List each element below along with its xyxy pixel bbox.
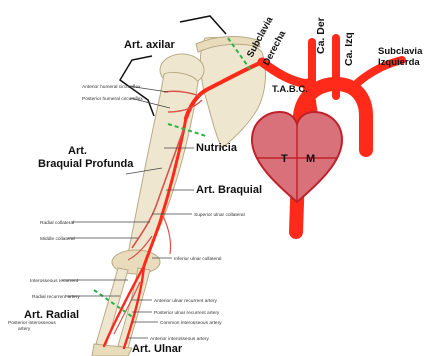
label-anterior-ulnar-recurrent-artery: Anterior ulnar recurrent artery xyxy=(154,298,218,304)
label-art-braquial-profunda-1: Art. xyxy=(68,145,87,157)
label-ca-izq: Ca. Izq xyxy=(343,32,355,66)
label-middle-collateral: Middle collateral xyxy=(40,236,75,242)
label-art-ulnar: Art. Ulnar xyxy=(132,343,183,355)
label-tabc: T.A.B.C. xyxy=(272,84,308,95)
label-superior-ulnar-collateral: Superior ulnar collateral xyxy=(194,212,245,218)
label-posterior-ulnar-recurrent-artery: Posterior ulnar recurrent artery xyxy=(154,310,220,316)
label-radial-recurrent-artery: Radial recurrent artery xyxy=(32,294,80,300)
label-nutricia: Nutricia xyxy=(196,142,238,154)
label-radial-collateral: Radial collateral xyxy=(40,220,74,226)
label-common-interosseous-artery: Common interosseous artery xyxy=(160,320,222,326)
label-anterior-humeral-circumflex: Anterior humeral circumflex xyxy=(82,84,141,90)
label-art-braquial: Art. Braquial xyxy=(196,184,262,196)
label-ca-der: Ca. Der xyxy=(315,17,327,54)
label-posterior-interosseous-artery-2: artery xyxy=(18,326,31,332)
label-subclavia-izquierda-2: Izquierda xyxy=(378,57,420,68)
label-art-axilar: Art. axilar xyxy=(124,39,175,51)
label-inferior-ulnar-collateral: Inferior ulnar collateral xyxy=(174,256,221,262)
heart: T M xyxy=(252,112,342,202)
small-labels: Anterior humeral circumflex Posterior hu… xyxy=(8,84,245,342)
label-anterior-interosseous-artery: Anterior interosseous artery xyxy=(150,336,210,342)
label-art-braquial-profunda-2: Braquial Profunda xyxy=(38,158,134,170)
label-art-radial: Art. Radial xyxy=(24,309,79,321)
heart-label-m: M xyxy=(306,153,315,165)
label-subclavia-izquierda-1: Subclavia xyxy=(378,46,423,57)
heart-label-t: T xyxy=(281,153,288,165)
label-posterior-humeral-circumflex: Posterior humeral circumflex xyxy=(82,96,143,102)
label-interosseous-recurrent: Interosseous recurrent xyxy=(30,278,79,284)
